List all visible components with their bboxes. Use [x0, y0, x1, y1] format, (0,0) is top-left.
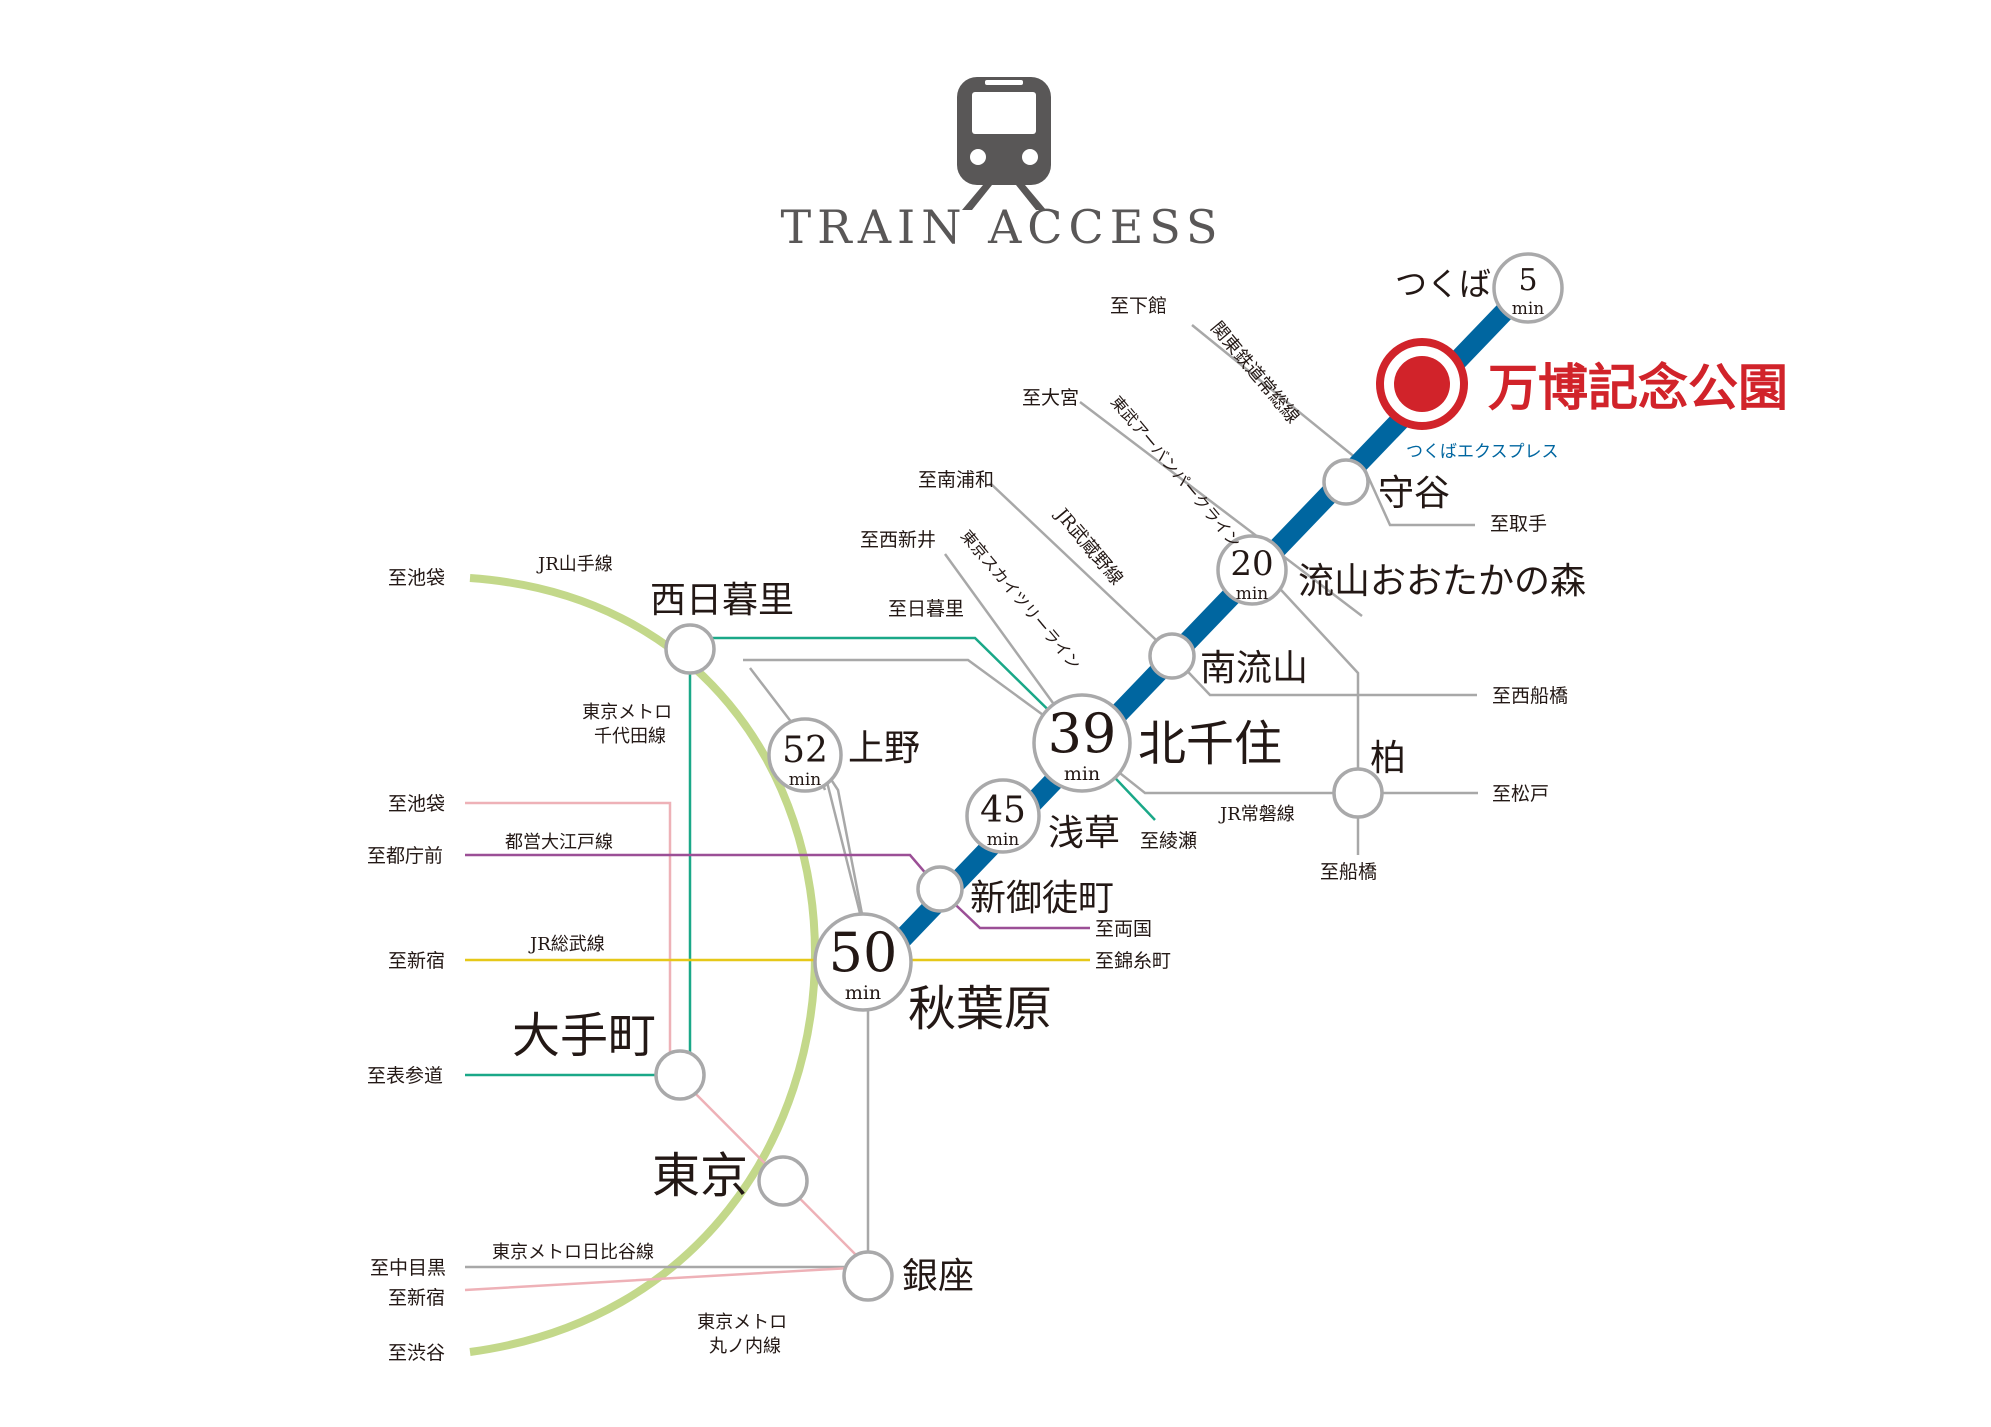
page-title: Train Access	[781, 200, 1224, 254]
station-tokyo-name: 東京	[652, 1148, 748, 1204]
dest-nishi-arai: 至西新井	[860, 529, 936, 551]
station-shin-okachimachi-name: 新御徒町	[970, 878, 1114, 919]
kita-senju-minutes: 39	[1048, 702, 1117, 765]
moriya-to-toride-line	[1360, 462, 1475, 527]
chiyoda-line-label: 東京メトロ 千代田線	[582, 702, 678, 747]
kanto-joso-line	[1191, 324, 1363, 464]
station-akihabara-marker[interactable]	[813, 912, 913, 1012]
station-tsukuba-name: つくば	[1395, 265, 1491, 303]
train-icon	[957, 77, 1051, 210]
asakusa-min-unit: min	[987, 830, 1020, 850]
station-nishi-nippori-marker[interactable]	[664, 623, 716, 675]
jr-joban-line-label: JR常磐線	[1218, 804, 1295, 825]
station-minami-nagareyama-marker[interactable]	[1148, 632, 1196, 680]
dest-naka-meguro: 至中目黒	[370, 1257, 446, 1279]
station-kita-senju-name: 北千住	[1138, 716, 1282, 772]
station-moriya-marker[interactable]	[1322, 458, 1370, 506]
chiyoda-line-label-2: 千代田線	[594, 726, 666, 747]
station-kashiwa-marker[interactable]	[1332, 767, 1384, 819]
oedo-line-label: 都営大江戸線	[505, 832, 613, 853]
dest-omiya: 至大宮	[1022, 387, 1079, 409]
dest-nishi-funabashi: 至西船橋	[1492, 685, 1568, 707]
station-tsukuba-marker[interactable]	[1492, 252, 1564, 324]
akihabara-minutes: 50	[829, 921, 898, 984]
dest-shimodate: 至下館	[1110, 295, 1167, 317]
dest-kinshicho: 至錦糸町	[1095, 950, 1171, 972]
jr-sobu-line-label: JR総武線	[528, 934, 605, 955]
station-otemachi-marker[interactable]	[654, 1049, 706, 1101]
chiyoda-line-label-1: 東京メトロ	[582, 702, 672, 723]
station-kashiwa-name: 柏	[1370, 738, 1406, 779]
station-nishi-nippori-name: 西日暮里	[650, 580, 794, 621]
kanto-joso-line-label: 関東鉄道常総線	[1206, 318, 1303, 428]
station-minami-nagareyama-name: 南流山	[1200, 648, 1308, 689]
home-station-name: 万博記念公園	[1488, 359, 1788, 417]
dest-ikebukuro-marunouchi: 至池袋	[388, 793, 445, 815]
dest-ayase: 至綾瀬	[1140, 830, 1197, 852]
jr-yamanote-line-label: JR山手線	[536, 554, 613, 575]
home-station-marker[interactable]	[1376, 338, 1468, 430]
asakusa-minutes: 45	[980, 790, 1026, 831]
tsukuba-express-label: つくばエクスプレス	[1406, 442, 1559, 462]
dest-minami-urawa: 至南浦和	[918, 469, 994, 491]
ueno-min-unit: min	[789, 770, 822, 790]
dest-tochomae: 至都庁前	[367, 845, 443, 867]
dest-ikebukuro-yamanote: 至池袋	[388, 567, 445, 589]
tsukuba-minutes: 5	[1518, 263, 1537, 298]
tsukuba-min-unit: min	[1512, 299, 1545, 319]
station-asakusa-marker[interactable]	[965, 778, 1041, 854]
marunouchi-line-label-1: 東京メトロ	[697, 1312, 787, 1333]
station-shin-okachimachi-marker[interactable]	[916, 865, 964, 913]
jr-musashino-line	[989, 482, 1174, 657]
tobu-urban-park-line	[1079, 401, 1363, 617]
dest-matsudo: 至松戸	[1492, 783, 1549, 805]
yamanote-line	[469, 574, 819, 1356]
dest-shinjuku-sobu: 至新宿	[388, 950, 445, 972]
station-ueno-name: 上野	[848, 728, 920, 769]
kita-senju-min-unit: min	[1064, 763, 1100, 785]
station-nagareyama-otakanomori-marker[interactable]	[1216, 534, 1288, 606]
dest-shibuya: 至渋谷	[388, 1342, 445, 1364]
hibiya-line-label: 東京メトロ日比谷線	[492, 1242, 654, 1263]
nagareyama-min-unit: min	[1236, 584, 1269, 604]
tobu-urban-park-south-line	[1269, 577, 1360, 778]
nagareyama-minutes: 20	[1230, 544, 1273, 584]
tobu-urban-park-line-label: 東武アーバンパークライン	[1107, 392, 1245, 551]
marunouchi-line-label-2: 丸ノ内線	[709, 1336, 781, 1357]
station-akihabara-name: 秋葉原	[908, 981, 1052, 1037]
station-ginza-marker[interactable]	[842, 1250, 894, 1302]
dest-toride: 至取手	[1490, 513, 1547, 535]
tobu-skytree-line-label: 東京スカイツリーライン	[957, 526, 1085, 673]
marunouchi-line-label: 東京メトロ 丸ノ内線	[697, 1312, 793, 1357]
dest-funabashi: 至船橋	[1320, 861, 1377, 883]
station-kita-senju-marker[interactable]	[1032, 693, 1132, 793]
station-tokyo-marker[interactable]	[757, 1155, 809, 1207]
station-ueno-marker[interactable]	[767, 717, 843, 793]
station-ginza-name: 銀座	[902, 1256, 974, 1297]
station-moriya-name: 守谷	[1378, 473, 1450, 514]
station-otemachi-name: 大手町	[512, 1008, 656, 1064]
akihabara-min-unit: min	[845, 982, 881, 1004]
dest-nippori: 至日暮里	[888, 598, 964, 620]
dest-omotesando: 至表参道	[367, 1065, 443, 1087]
station-asakusa-name: 浅草	[1048, 813, 1120, 854]
station-nagareyama-otakanomori-name: 流山おおたかの森	[1298, 561, 1586, 602]
dest-ryogoku: 至両国	[1095, 918, 1152, 940]
ueno-minutes: 52	[782, 730, 828, 771]
dest-shinjuku-marunouchi: 至新宿	[388, 1287, 445, 1309]
